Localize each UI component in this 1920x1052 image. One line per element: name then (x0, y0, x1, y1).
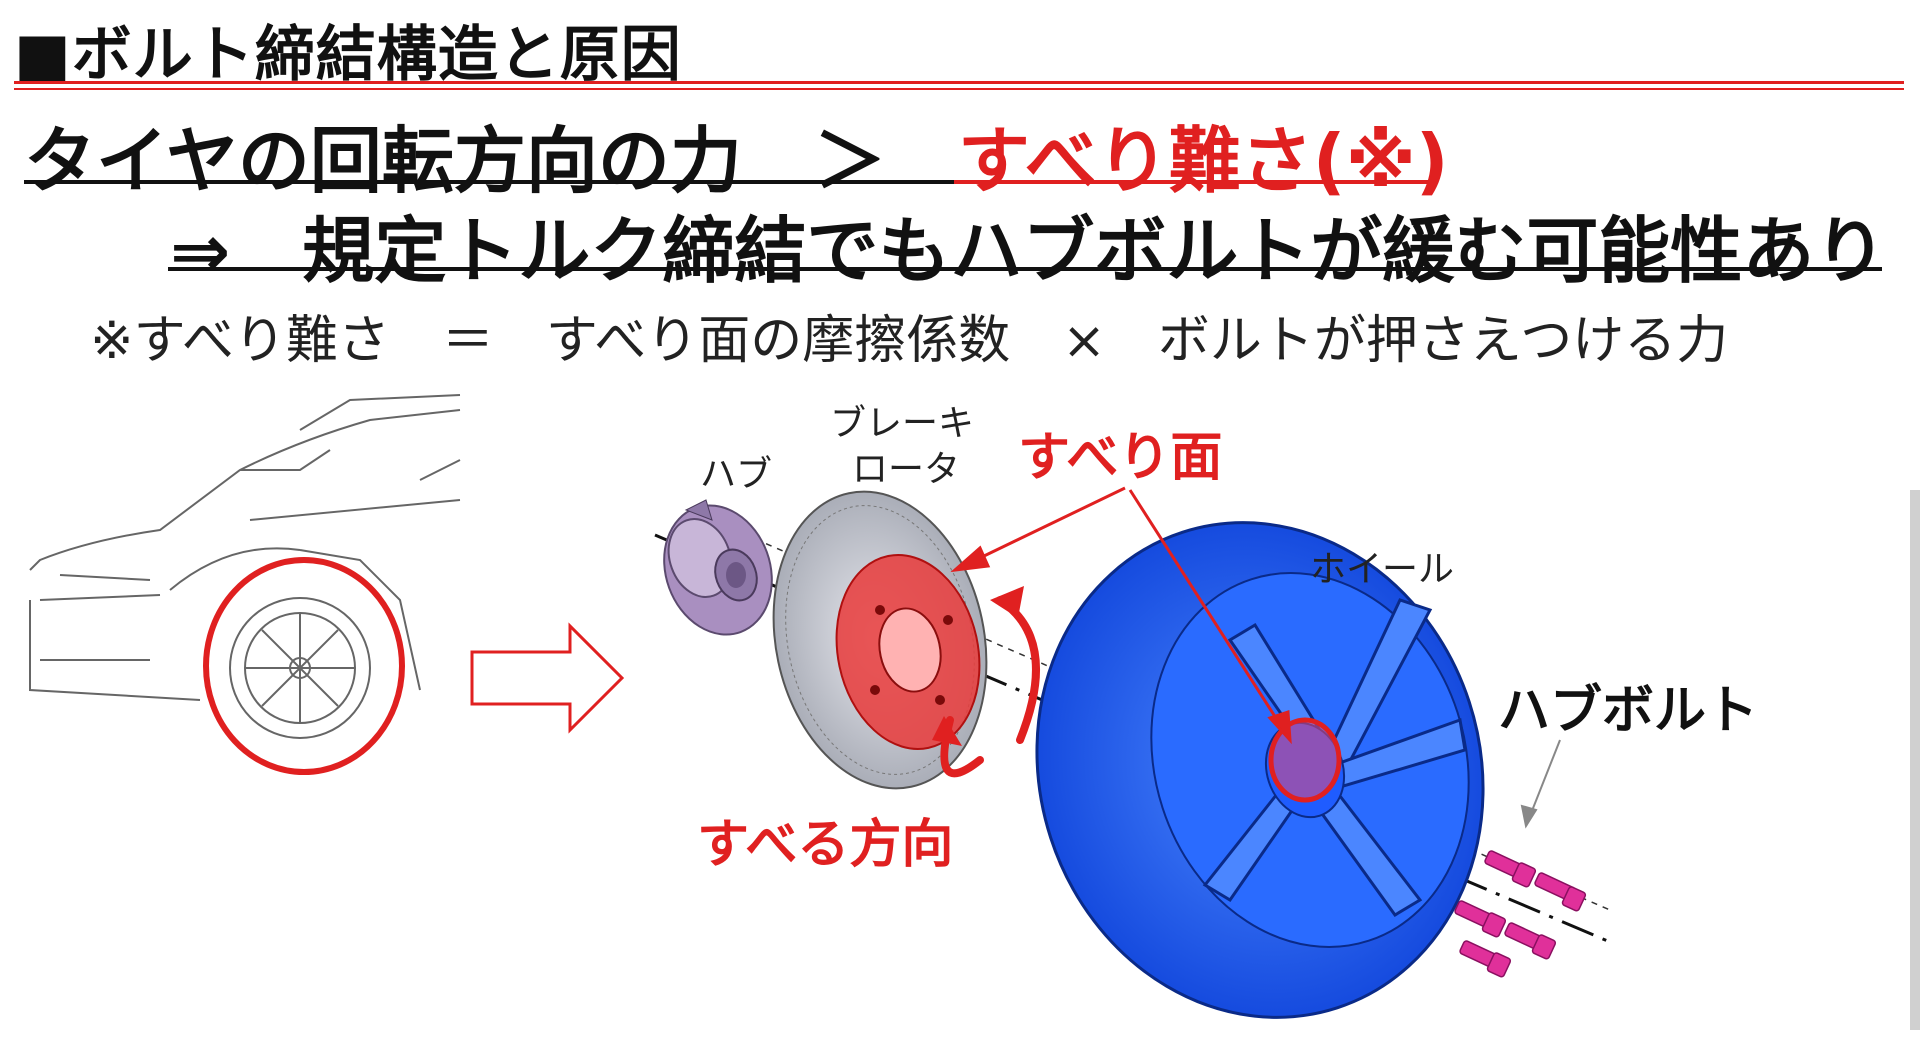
scrollbar[interactable] (1910, 490, 1920, 1030)
label-brake-rotor-line1: ブレーキ (830, 403, 975, 444)
bolt-structure-diagram (29, 394, 1611, 1019)
title-rule (14, 81, 1904, 84)
hub-bolt-pointer (1520, 739, 1561, 829)
label-hub-bolt: ハブボルト (1498, 681, 1759, 741)
brake-rotor-part (772, 490, 988, 790)
hub-bolts (1454, 850, 1587, 978)
hub-part (663, 499, 773, 636)
car-illustration (29, 394, 461, 739)
statement-line-2: ⇒ 規定トルク締結でもハブボルトが緩む可能性あり (170, 209, 1887, 293)
label-slip-surface: すべり面 (1018, 428, 1223, 488)
statement-underline-red (954, 180, 1428, 184)
label-brake-rotor-line2: ロータ (852, 449, 961, 490)
statement-underline (24, 180, 954, 184)
statement-lead: タイヤの回転方向の力 ＞ (24, 119, 958, 203)
page-title: ■ボルト締結構造と原因 (14, 20, 682, 90)
slip-surface-pointers (950, 486, 1292, 745)
wheel-part (1035, 521, 1485, 1019)
statement-underline-2 (168, 267, 1882, 271)
footnote: ※すべり難さ ＝ すべり面の摩擦係数 × ボルトが押さえつける力 (90, 311, 1729, 371)
label-wheel: ホイール (1310, 549, 1455, 590)
statement-line-1: タイヤの回転方向の力 ＞ すべり難さ(※) (24, 102, 1449, 207)
label-hub: ハブ (700, 454, 773, 495)
wheel-highlight-circle (203, 557, 405, 775)
statement-emphasis: すべり難さ(※) (957, 119, 1449, 203)
title-rule-secondary (14, 88, 1904, 90)
label-slip-direction: すべる方向 (697, 815, 954, 875)
right-arrow-icon (470, 622, 625, 734)
